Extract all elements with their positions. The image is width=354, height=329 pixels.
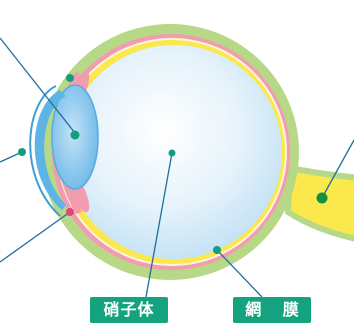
- marker-optic-nerve: [316, 192, 328, 204]
- leader-retina: [216, 249, 263, 298]
- label-vitreous: 硝子体: [90, 297, 168, 323]
- marker-cornea: [18, 148, 26, 156]
- cornea: [34, 90, 66, 210]
- leader-optic-nerve: [321, 139, 354, 199]
- label-retina: 網 膜: [233, 297, 311, 323]
- leader-cornea: [0, 151, 23, 163]
- marker-ciliary-top: [66, 74, 74, 82]
- marker-ciliary-bottom: [66, 208, 74, 216]
- marker-retina: [213, 246, 221, 254]
- leader-vitreous: [145, 152, 173, 298]
- marker-vitreous: [168, 149, 176, 157]
- marker-lens: [70, 130, 80, 140]
- leader-lens: [0, 37, 76, 134]
- leader-ciliary: [0, 211, 71, 263]
- optic-nerve: [284, 164, 354, 242]
